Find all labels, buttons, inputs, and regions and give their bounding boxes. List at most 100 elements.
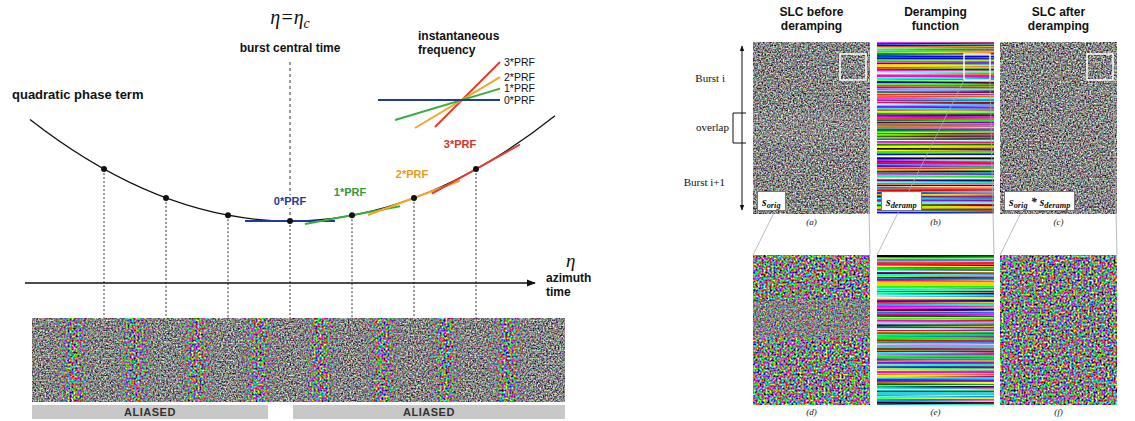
panel-letter: (b) bbox=[930, 217, 941, 227]
zoom-leader-line bbox=[1000, 80, 1087, 255]
zoom-leader-line bbox=[866, 80, 870, 255]
panel-letter: (f) bbox=[1054, 407, 1063, 417]
zoom-deramping-image bbox=[877, 282, 994, 286]
sample-dot bbox=[473, 166, 479, 172]
panel-letter: (a) bbox=[806, 217, 817, 227]
panel-letter: (e) bbox=[931, 407, 941, 417]
sample-dot bbox=[225, 212, 231, 218]
zoom-image bbox=[1000, 255, 1117, 405]
frequency-label: 0*PRF bbox=[272, 195, 308, 208]
azimuth-strip-image bbox=[32, 318, 565, 402]
subscript: c bbox=[304, 16, 310, 31]
overlap-bracket bbox=[738, 143, 746, 144]
signal-tag: sorig bbox=[757, 191, 786, 211]
axis-label: azimuth time bbox=[546, 272, 606, 300]
legend-text: 0*PRF bbox=[504, 95, 535, 106]
legend-title: instantaneous frequency bbox=[418, 30, 510, 58]
tangent-line bbox=[432, 145, 520, 194]
zoom-deramping-image bbox=[877, 255, 994, 405]
slc-image bbox=[1000, 42, 1117, 214]
legend-text: 3*PRF bbox=[504, 57, 535, 68]
subscript: orig bbox=[767, 201, 781, 210]
panel-title: SLC after deramping bbox=[1003, 6, 1115, 34]
slc-image bbox=[1000, 42, 1117, 214]
node-text: ALIASED bbox=[403, 405, 455, 419]
sample-dot bbox=[287, 218, 293, 224]
zoom-leader-line bbox=[877, 80, 964, 255]
zoom-leader-line bbox=[753, 80, 840, 255]
node-text: sorig * sderamp bbox=[1009, 195, 1070, 209]
sample-dotted-line bbox=[476, 169, 477, 318]
slc-image bbox=[753, 112, 870, 144]
zoom-deramping-image bbox=[877, 392, 994, 395]
zoom-deramping-image bbox=[877, 255, 994, 405]
panel-title: SLC before deramping bbox=[756, 6, 868, 34]
burst-label: overlap bbox=[696, 121, 729, 134]
sample-dot bbox=[411, 195, 417, 201]
aliased-band: ALIASED bbox=[32, 405, 268, 419]
sample-dotted-line bbox=[414, 198, 415, 318]
zoom-square bbox=[1087, 54, 1113, 80]
node-text: sderamp bbox=[886, 195, 917, 209]
overlap-bracket bbox=[738, 113, 746, 114]
zoom-leader-line bbox=[753, 80, 1117, 255]
legend-line-sample bbox=[378, 99, 500, 101]
sample-dot bbox=[101, 166, 479, 224]
burst-label: Burst i bbox=[695, 72, 725, 85]
deramping-image bbox=[877, 42, 994, 214]
zoom-leader-line bbox=[990, 80, 994, 255]
node-text: ALIASED bbox=[124, 405, 176, 419]
sample-dotted-line bbox=[290, 221, 291, 318]
sample-dotted-line bbox=[104, 169, 105, 318]
panel-title: Deramping function bbox=[896, 6, 976, 34]
time-symbol: η=ηc bbox=[270, 6, 310, 29]
frequency-label: 2*PRF bbox=[396, 168, 428, 181]
frequency-label: 3*PRF bbox=[444, 138, 476, 151]
sample-dotted-line bbox=[104, 169, 476, 318]
deramping-image bbox=[877, 42, 994, 214]
overlap-bracket bbox=[733, 113, 746, 143]
sample-dot bbox=[101, 166, 107, 172]
overlap-bracket bbox=[733, 113, 738, 143]
signal-tag: sorig * sderamp bbox=[1004, 191, 1075, 211]
azimuth-axis bbox=[25, 282, 535, 284]
sample-dotted-line bbox=[228, 215, 229, 318]
legend-line-sample bbox=[395, 89, 500, 120]
zoom-image bbox=[753, 255, 870, 405]
legend-sample bbox=[378, 62, 500, 128]
annotation: burst central time bbox=[240, 42, 341, 56]
panel-letter: (c) bbox=[1054, 217, 1064, 227]
zoom-square bbox=[840, 54, 866, 80]
frequency-label: 1*PRF bbox=[334, 186, 366, 199]
legend-text: 2*PRF bbox=[504, 72, 535, 83]
node-text: sorig bbox=[762, 195, 781, 209]
sample-dot bbox=[349, 212, 355, 218]
azimuth-strip-image bbox=[32, 318, 565, 402]
burst-label: Burst i+1 bbox=[684, 176, 725, 189]
zoom-image bbox=[1000, 255, 1117, 405]
zoom-image bbox=[753, 300, 870, 338]
zoom-square bbox=[840, 54, 1113, 80]
subscript: orig bbox=[1014, 201, 1028, 210]
axis-symbol: η bbox=[566, 250, 575, 272]
sample-dotted-line bbox=[352, 215, 353, 318]
zoom-deramping-image bbox=[877, 345, 994, 348]
subscript: deramp bbox=[891, 201, 917, 210]
zoom-leader-line bbox=[1113, 80, 1117, 255]
burst-extent-arrow bbox=[742, 46, 743, 210]
subscript: deramp bbox=[1044, 201, 1070, 210]
sample-dot bbox=[163, 195, 169, 201]
aliased-band: ALIASED bbox=[293, 405, 565, 419]
signal-tag: sderamp bbox=[881, 191, 922, 211]
quadratic-phase-curve bbox=[30, 116, 555, 221]
zoom-image bbox=[753, 255, 870, 405]
zoom-square bbox=[964, 54, 990, 80]
tangent-line bbox=[245, 145, 520, 224]
annotation: quadratic phase term bbox=[12, 88, 144, 103]
slc-image bbox=[753, 42, 870, 214]
slc-image bbox=[753, 42, 870, 214]
panel-letter: (d) bbox=[806, 407, 817, 417]
legend-line-sample bbox=[415, 77, 500, 128]
